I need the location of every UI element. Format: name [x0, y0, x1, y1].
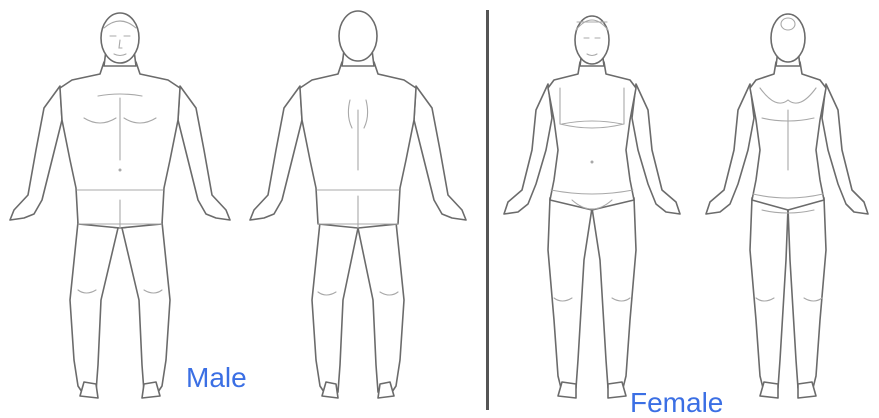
female-back-figure [692, 0, 879, 416]
female-front-figure [492, 0, 692, 416]
male-front-figure [0, 0, 240, 416]
female-label: Female [630, 389, 723, 417]
male-female-divider [486, 10, 489, 410]
male-back-figure [238, 0, 478, 416]
male-label: Male [186, 364, 247, 392]
